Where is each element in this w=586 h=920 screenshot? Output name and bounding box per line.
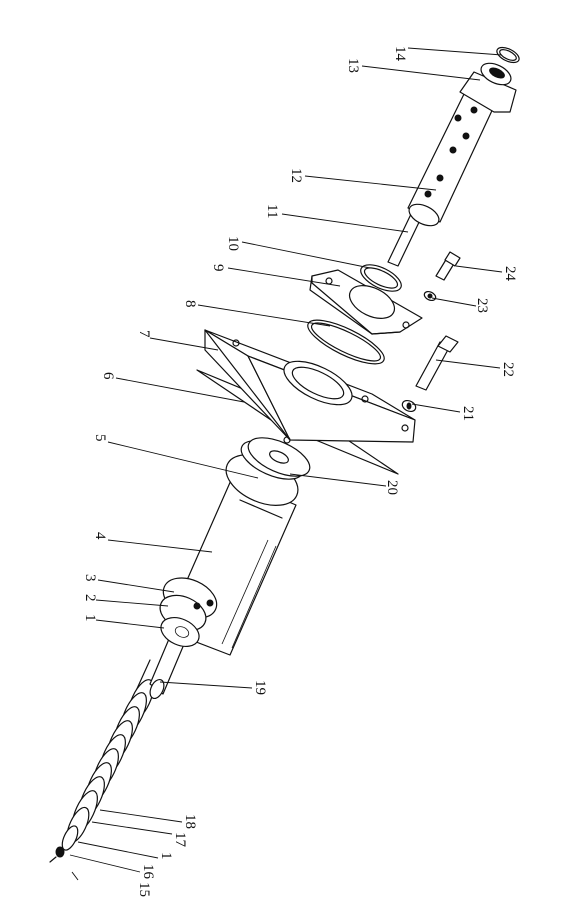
label-8: 8 — [182, 300, 198, 308]
label-3: 3 — [82, 574, 98, 582]
label-17: 17 — [172, 832, 188, 848]
spring-stack — [49, 659, 154, 863]
label-19: 19 — [252, 680, 268, 695]
o-ring-small — [360, 264, 402, 292]
label-20: 20 — [384, 480, 400, 495]
label-23: 23 — [474, 298, 490, 313]
label-4: 4 — [92, 532, 108, 540]
label-7: 7 — [136, 330, 152, 338]
label-1-upper: 1 — [82, 614, 98, 622]
small-washer-23 — [423, 290, 437, 302]
label-24: 24 — [502, 266, 518, 282]
label-22: 22 — [500, 362, 516, 377]
label-16: 16 — [140, 864, 156, 880]
label-2: 2 — [82, 594, 98, 602]
label-9: 9 — [210, 264, 226, 272]
label-1-lower: 1 — [158, 852, 174, 860]
perforated-sleeve — [407, 89, 497, 227]
label-21: 21 — [460, 406, 476, 421]
cylinder-body — [159, 454, 299, 656]
label-6: 6 — [100, 372, 116, 380]
small-washer-21 — [401, 399, 417, 413]
label-18: 18 — [182, 814, 198, 829]
part-labels: 14 13 12 11 10 9 8 7 6 5 4 3 2 1 20 21 2… — [82, 46, 518, 897]
o-ring-large — [307, 319, 385, 365]
label-14: 14 — [392, 46, 408, 62]
label-11: 11 — [264, 204, 280, 218]
label-13: 13 — [345, 58, 361, 73]
hex-nut-fitting — [459, 62, 517, 113]
label-10: 10 — [225, 236, 241, 251]
label-15: 15 — [136, 882, 152, 897]
mounting-plate — [196, 329, 416, 475]
leader-lines — [69, 47, 503, 881]
long-bolt — [415, 335, 459, 391]
label-5: 5 — [92, 434, 108, 442]
short-bolt — [435, 251, 461, 281]
thick-washer — [240, 437, 311, 480]
label-12: 12 — [288, 168, 304, 183]
snap-ring — [496, 46, 520, 64]
